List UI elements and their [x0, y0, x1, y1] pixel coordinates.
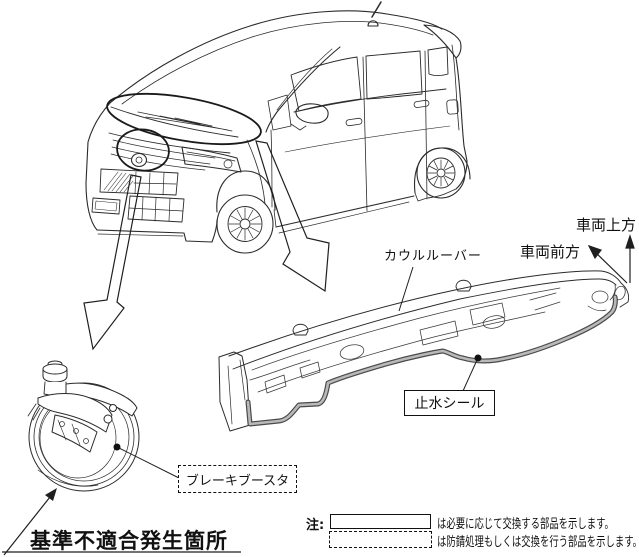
defect-location-label: 基準不適合発生箇所	[30, 528, 228, 553]
note-prefix: 注:	[306, 518, 325, 533]
water-seal-label-box: 止水シール	[404, 390, 495, 416]
car-illustration	[85, 1, 471, 254]
vehicle-front-label: 車両前方	[520, 243, 581, 261]
brake-booster-point	[113, 443, 121, 451]
leader-lines	[113, 266, 482, 479]
brake-booster-illustration	[27, 360, 140, 492]
arrow-to-brake-booster	[83, 174, 142, 351]
water-seal-point	[474, 354, 482, 362]
brake-booster-label-box: ブレーキブースタ	[178, 465, 297, 493]
note-line-2: は防錆処理もしくは交換を行う部品を示します。	[437, 535, 639, 550]
legend-box-solid	[330, 514, 431, 529]
cowl-area-highlight	[106, 92, 262, 146]
arrow-to-cowl-louver	[255, 140, 330, 293]
antenna	[371, 1, 382, 18]
booster-area-highlight	[116, 128, 170, 172]
direction-arrows	[587, 234, 635, 284]
vehicle-front-arrow	[592, 249, 628, 284]
legend-box-dashed	[329, 531, 432, 548]
cowl-louver-leader	[398, 266, 414, 312]
brake-booster-leader	[116, 446, 180, 479]
water-seal-leader	[462, 359, 478, 392]
vehicle-up-label: 車両上方	[576, 216, 637, 234]
note-line-1: は必要に応じて交換する部品を示します。	[437, 517, 614, 532]
cowl-louver-label: カウルルーバー	[384, 249, 482, 264]
cowl-louver-illustration	[218, 270, 630, 432]
defect-annotation	[2, 488, 241, 556]
defect-arrow	[3, 496, 51, 556]
